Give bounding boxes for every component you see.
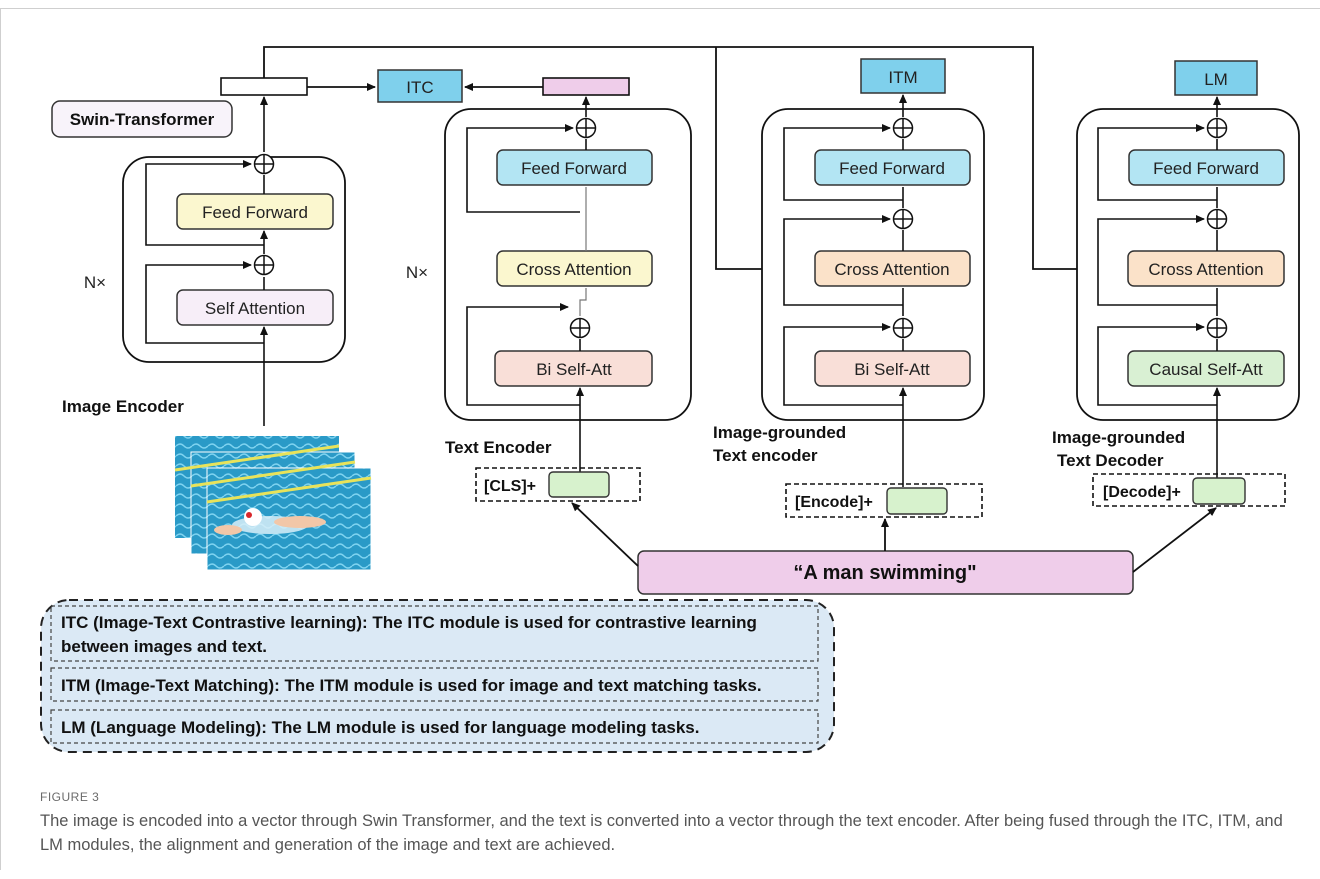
- decode-token-slot: [1192, 477, 1246, 505]
- grounded-decoder-title-line1: Image-grounded: [1052, 428, 1185, 447]
- legend-itc-frame: [50, 605, 819, 662]
- decode-token-frame: [1092, 473, 1286, 507]
- text-encoder-title: Text Encoder: [445, 438, 552, 457]
- causal-self-att-label: Causal Self-Att: [1149, 360, 1263, 379]
- image-encoder-block: [122, 156, 346, 363]
- architecture-diagram: Swin-Transformer N× Feed Forward Self At…: [40, 46, 1300, 753]
- feed-forward-label: Feed Forward: [1153, 159, 1259, 178]
- cls-token-slot: [548, 471, 610, 498]
- bi-self-att-label: Bi Self-Att: [854, 360, 930, 379]
- cross-attention-label: Cross Attention: [1148, 260, 1263, 279]
- text-encoder: N× Feed Forward Cross Attention Bi Self-…: [406, 96, 692, 502]
- cross-attention-label: Cross Attention: [516, 260, 631, 279]
- cross-attention-box: [496, 250, 653, 287]
- itc-box: [377, 69, 463, 103]
- itm-box: [860, 58, 946, 94]
- lm-box: [1174, 60, 1258, 96]
- bi-self-att-box: [494, 350, 653, 387]
- frame-top-rule: [0, 8, 1320, 9]
- swin-transformer-label-box: [51, 100, 233, 138]
- grounded-decoder-title-line2: Text Decoder: [1057, 451, 1164, 470]
- add-circle-icon: [892, 117, 914, 139]
- bi-self-att-label: Bi Self-Att: [536, 360, 612, 379]
- itm-label: ITM: [888, 68, 917, 87]
- add-circle-icon: [892, 317, 914, 339]
- add-circle-icon: [569, 317, 591, 339]
- legend-lm-frame: [50, 709, 819, 744]
- cls-token-frame: [475, 467, 641, 502]
- figure-label: FIGURE 3: [40, 790, 100, 804]
- cross-attention-box: [814, 250, 971, 287]
- legend-itm-frame: [50, 667, 819, 702]
- feed-forward-label: Feed Forward: [202, 203, 308, 222]
- cross-attention-label: Cross Attention: [834, 260, 949, 279]
- encode-token-frame: [785, 483, 983, 518]
- feed-forward-box: [496, 149, 653, 186]
- legend: ITC (Image-Text Contrastive learning): T…: [40, 599, 835, 753]
- add-circle-icon: [1206, 317, 1228, 339]
- self-attention-label: Self Attention: [205, 299, 305, 318]
- add-circle-icon: [892, 208, 914, 230]
- text-encoder-repeat: N×: [406, 263, 428, 282]
- self-attention-box: [176, 289, 334, 326]
- text-input: “A man swimming": [571, 502, 1217, 595]
- cls-token-label: [CLS]+: [484, 478, 536, 495]
- text-embedding-bar: [542, 77, 630, 96]
- feed-forward-box: [814, 149, 971, 186]
- image-encoder: Swin-Transformer N× Feed Forward Self At…: [51, 77, 376, 571]
- add-circle-icon: [575, 117, 597, 139]
- feed-forward-box: [176, 193, 334, 230]
- image-encoder-title: Image Encoder: [62, 397, 184, 416]
- add-circle-icon: [253, 254, 275, 276]
- encode-token-label: [Encode]+: [795, 494, 873, 511]
- swimming-photo-stack: [174, 436, 372, 571]
- decode-token-label: [Decode]+: [1103, 484, 1181, 501]
- feed-forward-label: Feed Forward: [839, 159, 945, 178]
- image-embedding-bar: [220, 77, 308, 96]
- itc-output: ITC: [377, 69, 630, 103]
- feed-forward-box: [1128, 149, 1285, 186]
- add-circle-icon: [253, 153, 275, 175]
- legend-frame: [40, 599, 835, 753]
- add-circle-icon: [1206, 208, 1228, 230]
- image-encoder-repeat: N×: [84, 273, 106, 292]
- legend-lm: LM (Language Modeling): The LM module is…: [61, 718, 699, 737]
- text-input-label: “A man swimming": [793, 562, 976, 584]
- image-grounded-text-decoder: LM Feed Forward Cross Attention Causal S…: [1052, 60, 1300, 507]
- swin-transformer-label: Swin-Transformer: [70, 110, 215, 129]
- add-circle-icon: [1206, 117, 1228, 139]
- legend-itc-line1: ITC (Image-Text Contrastive learning): T…: [61, 613, 757, 632]
- image-grounded-text-encoder: ITM Feed Forward Cross Attention Bi Self…: [713, 58, 985, 518]
- legend-itm: ITM (Image-Text Matching): The ITM modul…: [61, 676, 762, 695]
- bi-self-att-box: [814, 350, 971, 387]
- grounded-encoder-title-line1: Image-grounded: [713, 423, 846, 442]
- grounded-encoder-title-line2: Text encoder: [713, 446, 818, 465]
- legend-itc-line2: between images and text.: [61, 637, 267, 656]
- feed-forward-label: Feed Forward: [521, 159, 627, 178]
- lm-label: LM: [1204, 70, 1228, 89]
- figure-caption: The image is encoded into a vector throu…: [40, 812, 1283, 854]
- encode-token-slot: [886, 487, 948, 515]
- itc-label: ITC: [406, 78, 433, 97]
- frame-left-rule: [0, 8, 1, 870]
- cross-attention-box: [1127, 250, 1285, 287]
- causal-self-att-box: [1127, 350, 1285, 387]
